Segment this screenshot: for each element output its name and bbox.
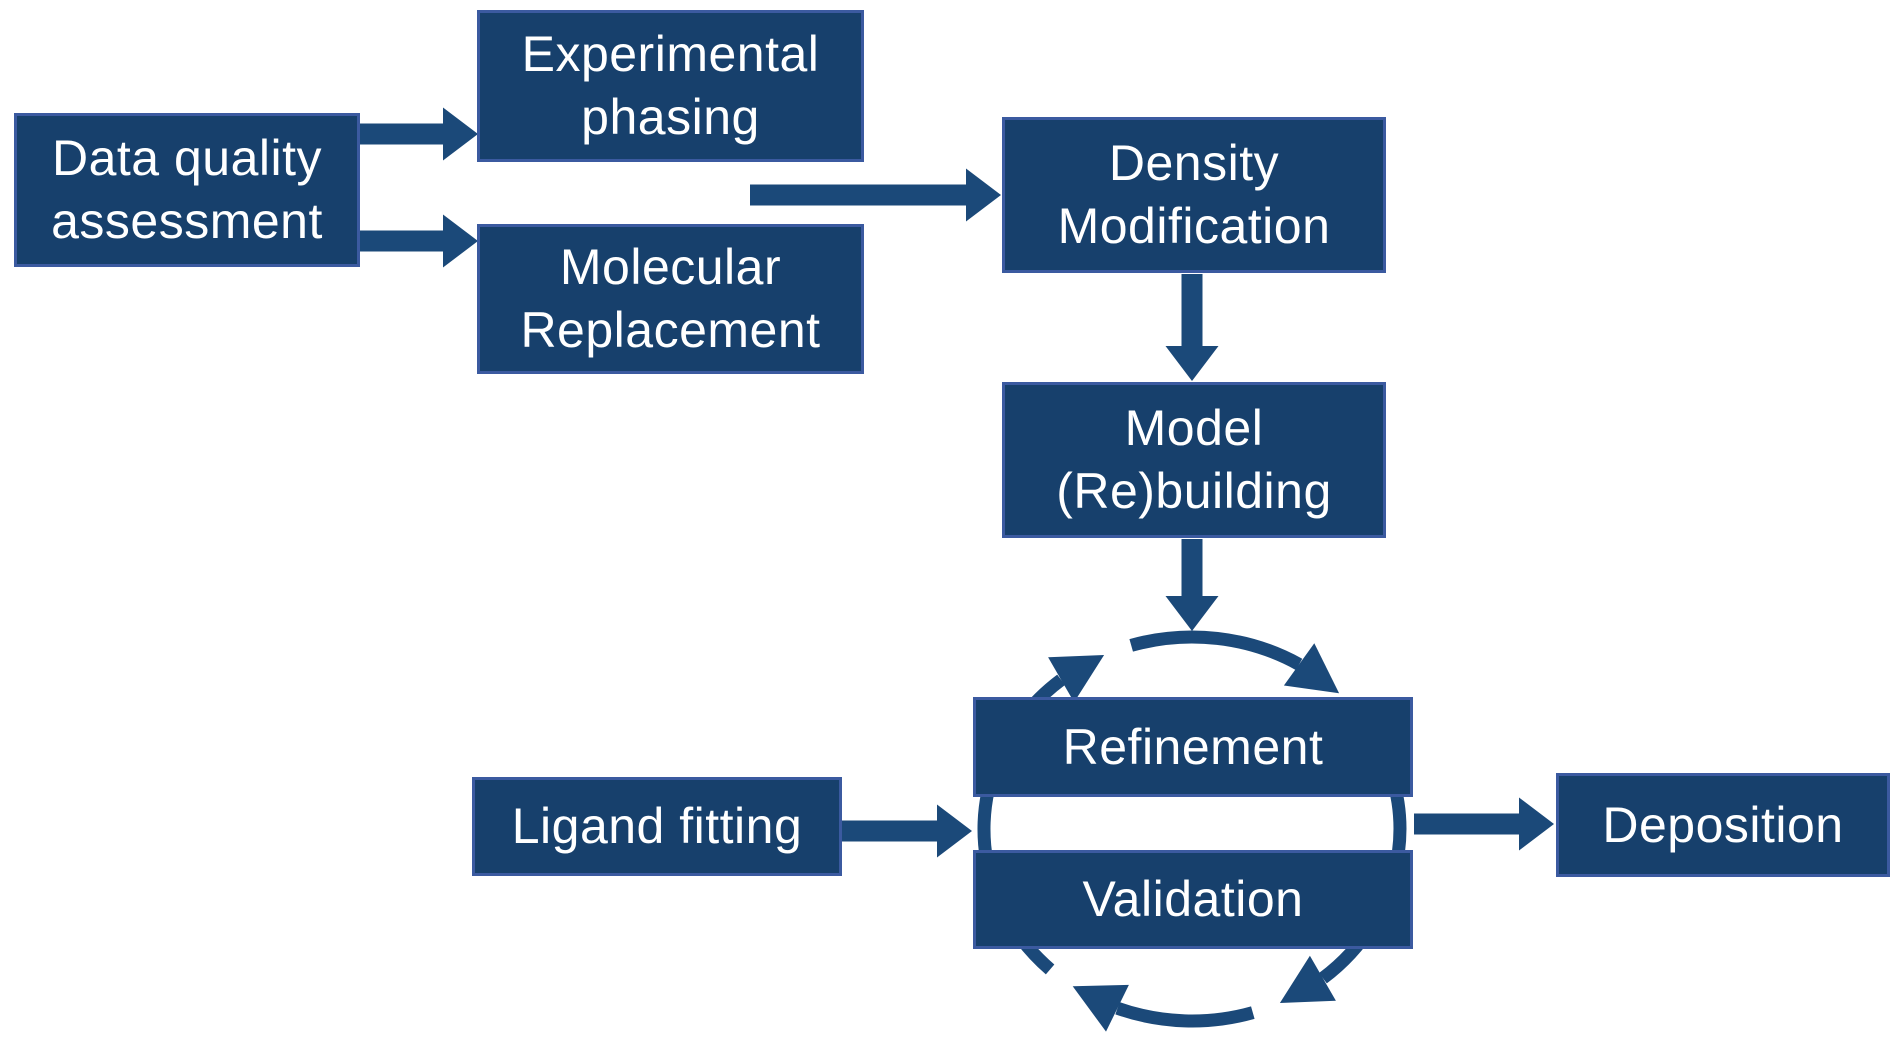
node-label: Experimental — [521, 26, 820, 82]
cycle-arrowhead — [1048, 655, 1105, 703]
node-label: Validation — [1082, 871, 1304, 927]
node-label: Refinement — [1062, 718, 1324, 775]
node-experimental-phasing: Experimental phasing — [477, 10, 864, 162]
node-validation: Validation — [973, 850, 1413, 949]
node-label: (Re)building — [1056, 463, 1332, 519]
cycle-arrowhead — [1072, 984, 1129, 1032]
cycle-arc — [1115, 1002, 1255, 1028]
node-refinement: Refinement — [973, 697, 1413, 797]
arrow-model-rebuilding-to-cycle — [1165, 539, 1219, 631]
node-label: Ligand fitting — [511, 798, 803, 854]
node-ligand-fitting: Ligand fitting — [472, 777, 842, 876]
node-label: Model — [1124, 400, 1264, 456]
arrow-cycle-to-deposition — [1414, 797, 1554, 851]
node-label: Data quality — [51, 130, 323, 186]
cycle-arrowhead — [1283, 643, 1340, 694]
node-label: Replacement — [520, 302, 821, 358]
node-label: Molecular — [559, 239, 782, 295]
node-label: assessment — [51, 193, 323, 249]
node-data-quality-assessment: Data quality assessment — [14, 113, 360, 267]
cycle-arc — [1129, 630, 1303, 671]
arrow-density-modification-to-model-rebuilding — [1165, 274, 1219, 381]
node-density-modification: Density Modification — [1002, 117, 1386, 273]
node-label: Density — [1108, 135, 1280, 191]
node-deposition: Deposition — [1556, 773, 1890, 877]
arrow-ligand-fitting-to-cycle — [842, 804, 972, 858]
arrow-data-quality-to-molecular-replacement — [360, 214, 478, 268]
cycle-arrowhead — [1279, 955, 1336, 1003]
node-label: phasing — [581, 89, 760, 145]
node-model-rebuilding: Model (Re)building — [1002, 382, 1386, 538]
node-label: Modification — [1057, 198, 1331, 254]
arrow-phasing-to-density-modification — [750, 168, 1001, 222]
node-label: Deposition — [1602, 796, 1844, 853]
node-molecular-replacement: Molecular Replacement — [477, 224, 864, 374]
arrow-data-quality-to-experimental-phasing — [360, 107, 478, 161]
